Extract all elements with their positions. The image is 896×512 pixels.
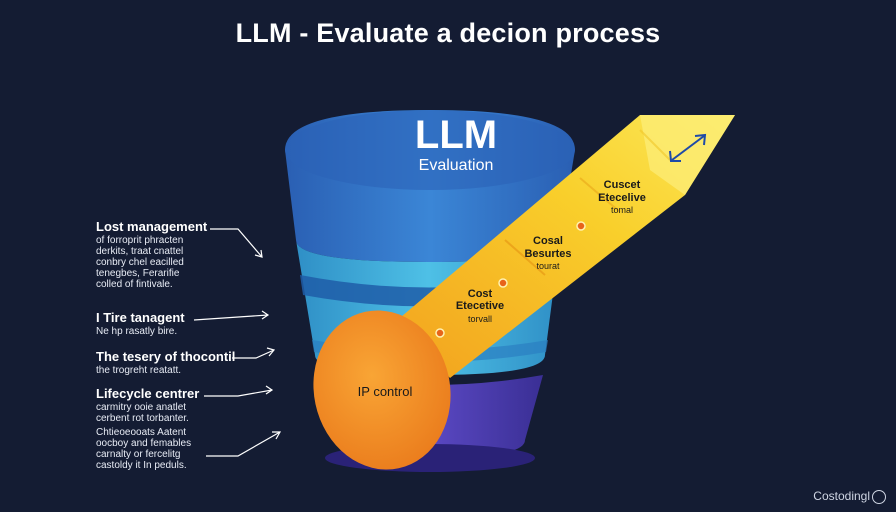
stage-3-sub: tomal bbox=[611, 205, 633, 215]
arrow-stage-2: Cosal Besurtes tourat bbox=[524, 235, 571, 271]
funnel-subheading: Evaluation bbox=[419, 157, 494, 174]
note-bottom: Chtieoeooats Aatent oocboy and femables … bbox=[96, 427, 191, 471]
note-4-line: cerbent rot torbanter. bbox=[96, 413, 189, 424]
note-connectors bbox=[193, 228, 282, 457]
watermark: Costodingl bbox=[813, 489, 886, 504]
note-4-line: carmitry ooie anatlet bbox=[96, 402, 187, 413]
connector-5 bbox=[206, 431, 282, 457]
note-2-line: Ne hp rasatly bire. bbox=[96, 326, 178, 337]
note-2-heading: I Tire tanagent bbox=[96, 310, 185, 325]
watermark-text: Costodingl bbox=[813, 489, 870, 504]
note-1-heading: Lost management bbox=[96, 219, 208, 234]
connector-1 bbox=[210, 228, 263, 258]
note-tire-tanagent: I Tire tanagent Ne hp rasatly bire. bbox=[96, 310, 185, 337]
ip-control-circle bbox=[313, 310, 451, 470]
arrow-divider-3 bbox=[639, 129, 671, 161]
arrow-stage-1: Cost Etecetive torvall bbox=[456, 288, 504, 324]
note-1-line: of forroprit phracten bbox=[96, 235, 184, 246]
stage-2-sub: tourat bbox=[536, 261, 560, 271]
stage-1-title-1: Cost bbox=[468, 288, 493, 300]
arrow bbox=[395, 115, 735, 378]
note-tesery: The tesery of thocontil the trogreht rea… bbox=[96, 349, 235, 376]
note-lost-management: Lost management of forroprit phracten de… bbox=[96, 219, 207, 290]
note-5-line: castoldy it In peduls. bbox=[96, 460, 187, 471]
note-1-line: derkits, traat cnattel bbox=[96, 246, 184, 257]
note-1-line: tenegbes, Ferarifie bbox=[96, 268, 180, 279]
note-1-line: conbry chel eacilled bbox=[96, 257, 184, 268]
funnel-rim bbox=[285, 110, 575, 190]
stage-3-title-2: Etecelive bbox=[598, 192, 646, 204]
stage-2-title-2: Besurtes bbox=[524, 248, 571, 260]
watermark-logo-icon bbox=[872, 490, 886, 504]
arrow-divider-1 bbox=[504, 239, 546, 276]
arrow-divider-2 bbox=[579, 177, 621, 213]
note-3-line: the trogreht reatatt. bbox=[96, 365, 182, 376]
stage-1-sub: torvall bbox=[468, 314, 492, 324]
arrow-dot-3 bbox=[576, 221, 586, 231]
connector-4 bbox=[204, 385, 274, 397]
note-5-line: oocboy and femables bbox=[96, 438, 192, 449]
note-4-heading: Lifecycle centrer bbox=[96, 386, 200, 401]
arrow-dot-1 bbox=[435, 328, 445, 338]
stage-3-title-1: Cuscet bbox=[604, 179, 641, 191]
note-5-line: carnalty or fercelitg bbox=[96, 449, 181, 460]
arrow-body bbox=[395, 115, 735, 378]
page-title: LLM - Evaluate a decion process bbox=[235, 18, 661, 48]
stage-2-title-1: Cosal bbox=[533, 235, 563, 247]
note-3-heading: The tesery of thocontil bbox=[96, 349, 236, 364]
double-arrow-icon bbox=[669, 133, 707, 162]
stage-1-title-2: Etecetive bbox=[456, 300, 504, 312]
connector-3 bbox=[232, 347, 276, 359]
note-5-line: Chtieoeooats Aatent bbox=[96, 427, 187, 438]
connector-2 bbox=[193, 310, 270, 321]
arrow-dot-2 bbox=[498, 278, 508, 288]
arrow-stage-3: Cuscet Etecelive tomal bbox=[598, 179, 646, 215]
note-1-line: colled of fintivale. bbox=[96, 279, 173, 290]
funnel-heading: LLM bbox=[415, 113, 497, 157]
circle-label: IP control bbox=[358, 384, 413, 399]
arrow-head-highlight bbox=[640, 115, 735, 195]
note-lifecycle: Lifecycle centrer carmitry ooie anatlet … bbox=[96, 386, 199, 424]
